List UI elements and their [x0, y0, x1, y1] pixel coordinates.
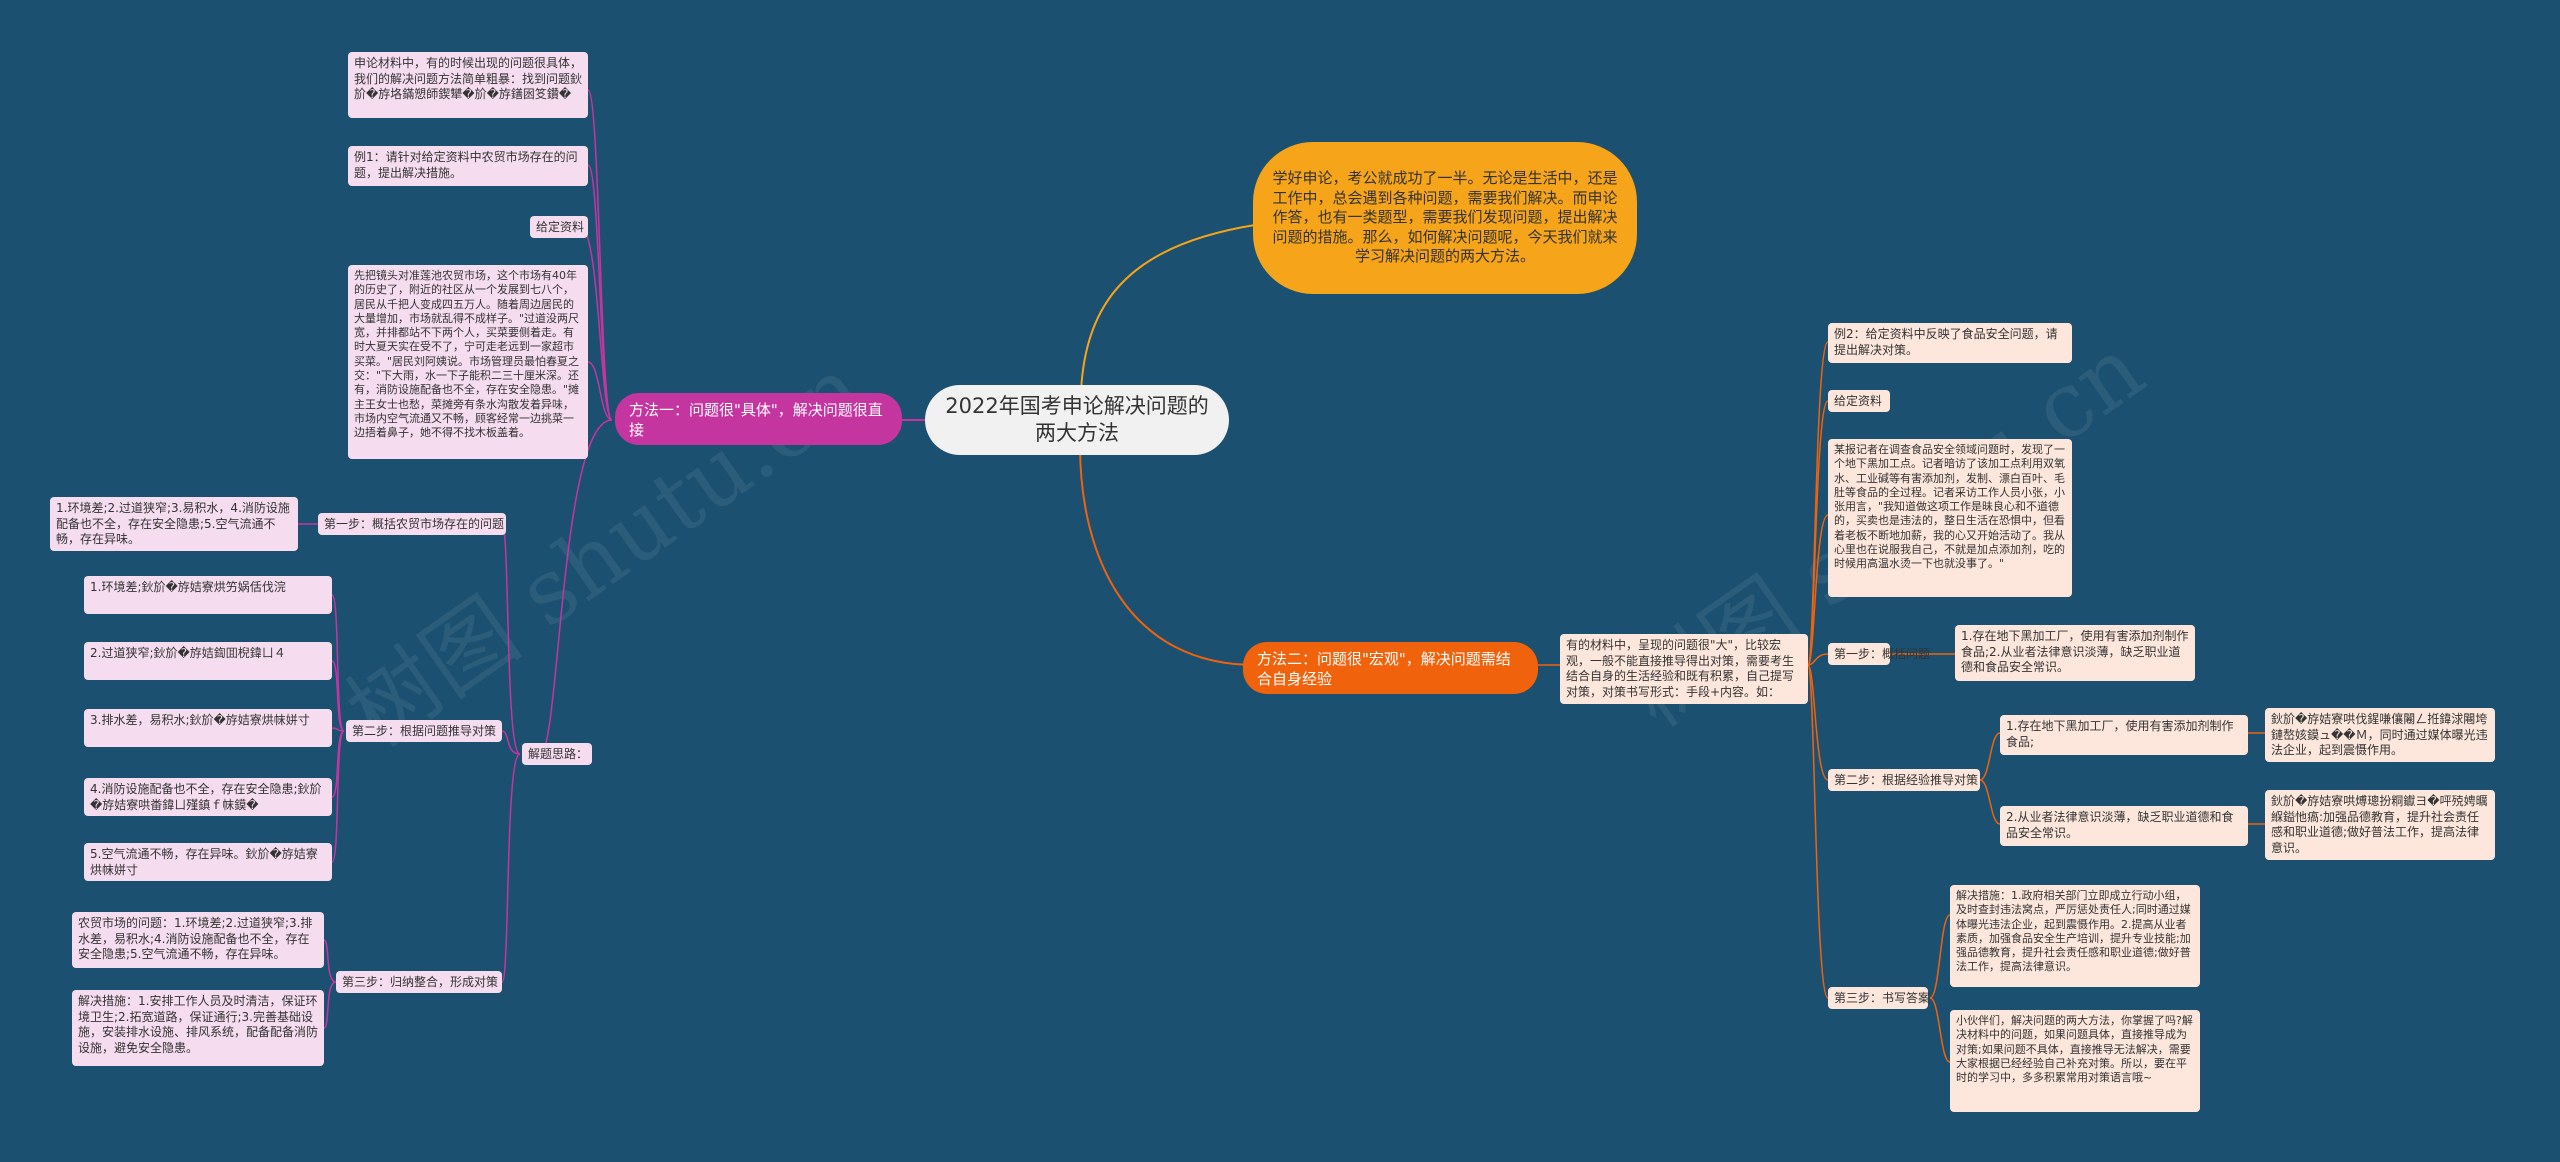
method2-summary[interactable]: 有的材料中，呈现的问题很"大"，比较宏观，一般不能直接推导得出对策，需要考生结合… [1560, 634, 1808, 704]
method1-step3-label[interactable]: 第三步：归纳整合，形成对策 [336, 971, 502, 993]
method2-material[interactable]: 某报记者在调查食品安全领域问题时，发现了一个地下黑加工点。记者暗访了该加工点利用… [1828, 439, 2072, 597]
method1-material-label[interactable]: 给定资料 [530, 216, 588, 238]
method1-step1-label[interactable]: 第一步：概括农贸市场存在的问题 [318, 513, 506, 535]
method1-step1-text[interactable]: 1.环境差;2.过道狭窄;3.易积水，4.消防设施配备也不全，存在安全隐患;5.… [50, 497, 298, 551]
method2-material-label[interactable]: 给定资料 [1828, 390, 1890, 412]
method1-step2-label[interactable]: 第二步：根据问题推导对策 [346, 720, 502, 742]
method1-step3-measures[interactable]: 解决措施：1.安排工作人员及时清洁，保证环境卫生;2.拓宽道路，保证通行;3.完… [72, 990, 324, 1066]
method1-step3-problems[interactable]: 农贸市场的问题：1.环境差;2.过道狭窄;3.排水差，易积水;4.消防设施配备也… [72, 912, 324, 968]
method2-step3-measures[interactable]: 解决措施：1.政府相关部门立即成立行动小组，及时查封违法窝点，严厉惩处责任人;同… [1950, 885, 2200, 987]
method2-step3-label[interactable]: 第三步：书写答案 [1828, 987, 1930, 1009]
method2-step2-label[interactable]: 第二步：根据经验推导对策 [1828, 769, 1980, 791]
method1-branch[interactable]: 方法一：问题很"具体"，解决问题很直接 [615, 393, 902, 445]
method2-branch[interactable]: 方法二：问题很"宏观"，解决问题需结合自身经验 [1243, 642, 1538, 694]
method2-step3-closing[interactable]: 小伙伴们，解决问题的两大方法，你掌握了吗?解决材料中的问题，如果问题具体，直接推… [1950, 1010, 2200, 1112]
method1-step2-item[interactable]: 5.空气流通不畅，存在异味。鈥斺�斿姞寮烘帓姘寸 [84, 843, 332, 881]
method2-example[interactable]: 例2：给定资料中反映了食品安全问题，请提出解决对策。 [1828, 323, 2072, 363]
method1-step2-item[interactable]: 3.排水差，易积水;鈥斺�斿姞寮烘帓姘寸 [84, 709, 332, 747]
method2-step1-text[interactable]: 1.存在地下黑加工厂，使用有害添加剂制作食品;2.从业者法律意识淡薄，缺乏职业道… [1955, 625, 2195, 681]
intro-bubble[interactable]: 学好申论，考公就成功了一半。无论是生活中，还是工作中，总会遇到各种问题，需要我们… [1253, 142, 1637, 294]
method2-step2-item2-detail[interactable]: 鈥斺�斿姞寮哄煿璁扮粡钀ヨ�呯殑娉曞緥鎰忚瘑:加强品德教育，提升社会责任感和职业… [2265, 790, 2495, 860]
method2-step2-item2[interactable]: 2.从业者法律意识淡薄，缺乏职业道德和食品安全常识。 [2000, 806, 2248, 846]
method1-thinking-label[interactable]: 解题思路： [522, 743, 592, 765]
method2-step1-label[interactable]: 第一步：概括问题 [1828, 643, 1930, 665]
method2-step2-item1-detail[interactable]: 鈥斺�斿姞寮哄伐鍟嗛儴闂ㄥ拰鍏浗闀垮鏈嶅姟鏌ュ��Ｍ，同时通过媒体曝光违法企业，… [2265, 708, 2495, 762]
center-topic[interactable]: 2022年国考申论解决问题的两大方法 [925, 385, 1229, 455]
method1-material[interactable]: 先把镜头对准莲池农贸市场，这个市场有40年的历史了，附近的社区从一个发展到七八个… [348, 265, 588, 459]
method1-material-intro[interactable]: 申论材料中，有的时候出现的问题很具体，我们的解决问题方法简单粗暴：找到问题鈥斺�… [348, 52, 588, 118]
method1-step2-item[interactable]: 2.过道狭窄;鈥斺�斿姞鍧囬棿鍏ㄩ４ [84, 642, 332, 680]
method2-step2-item1[interactable]: 1.存在地下黑加工厂，使用有害添加剂制作食品; [2000, 715, 2248, 755]
method1-example[interactable]: 例1：请针对给定资料中农贸市场存在的问题，提出解决措施。 [348, 146, 588, 186]
method1-step2-item[interactable]: 4.消防设施配备也不全，存在安全隐患;鈥斺�斿姞寮哄畨鍏ㄩ殣鎮ｆ帓鏌� [84, 778, 332, 816]
method1-step2-item[interactable]: 1.环境差;鈥斺�斿姞寮烘竻娲佸伐浣 [84, 576, 332, 614]
